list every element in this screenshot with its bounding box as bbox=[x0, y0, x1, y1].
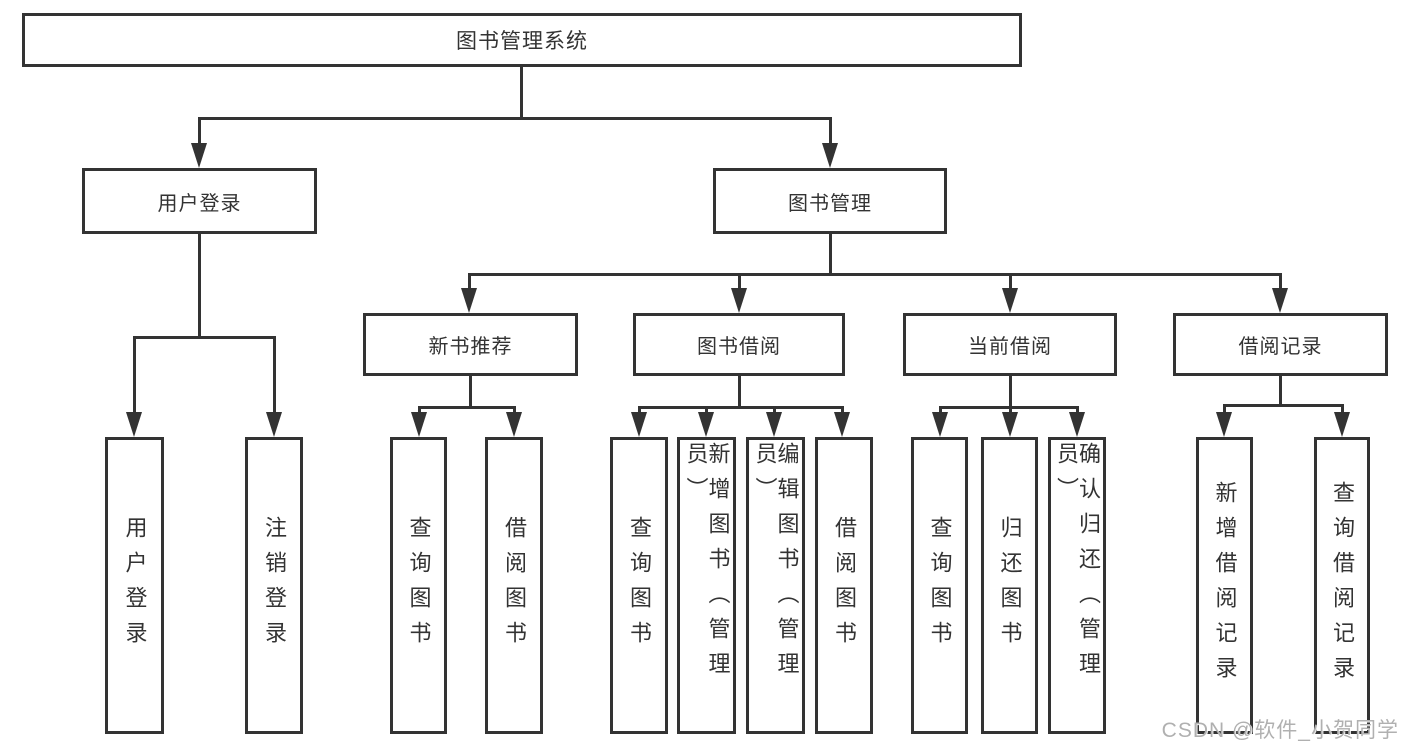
leaf-borrow-books-recommend: 借阅图书 bbox=[485, 437, 543, 734]
leaf-borrow-books-borrowing: 借阅图书 bbox=[815, 437, 873, 734]
leaf-query-books-recommend: 查询图书 bbox=[390, 437, 447, 734]
node-label: 用户登录 bbox=[157, 192, 242, 215]
connector-vline bbox=[1223, 404, 1226, 418]
leaf-label: 借阅图书 bbox=[832, 515, 857, 656]
connector-vline bbox=[520, 67, 523, 117]
leaf-label: 查询图书 bbox=[927, 515, 953, 656]
csdn-watermark: CSDN @软件_小贺同学 bbox=[1161, 719, 1399, 742]
arrow-down-icon bbox=[1334, 412, 1350, 437]
arrow-down-icon bbox=[461, 288, 477, 313]
leaf-query-borrow-record: 查询借阅记录 bbox=[1314, 437, 1370, 734]
node-user-login: 用户登录 bbox=[82, 168, 317, 234]
leaf-label: 归还图书 bbox=[997, 515, 1023, 656]
arrow-down-icon bbox=[631, 412, 647, 437]
connector-vline bbox=[1009, 273, 1012, 293]
connector-hline bbox=[939, 406, 1078, 409]
arrow-down-icon bbox=[1216, 412, 1232, 437]
node-label: 借阅记录 bbox=[1238, 336, 1323, 358]
arrow-down-icon bbox=[932, 412, 948, 437]
node-label: 当前借阅 bbox=[968, 336, 1052, 358]
leaf-add-books-admin: 新增图书（管理员） bbox=[677, 437, 736, 734]
connector-vline bbox=[1341, 404, 1344, 418]
leaf-confirm-return-admin: 确认归还（管理员） bbox=[1048, 437, 1106, 734]
node-label: 图书管理系统 bbox=[456, 30, 588, 53]
leaf-logout: 注销登录 bbox=[245, 437, 303, 734]
connector-vline bbox=[133, 336, 136, 418]
arrow-down-icon bbox=[766, 412, 782, 437]
node-label: 新书推荐 bbox=[428, 336, 513, 358]
arrow-down-icon bbox=[126, 412, 142, 437]
node-book-management: 图书管理 bbox=[713, 168, 947, 234]
leaf-add-borrow-record: 新增借阅记录 bbox=[1196, 437, 1253, 734]
leaf-label: 新增借阅记录 bbox=[1212, 480, 1238, 691]
node-system-root: 图书管理系统 bbox=[22, 13, 1022, 67]
connector-hline bbox=[468, 273, 1281, 276]
leaf-label: 查询图书 bbox=[627, 515, 652, 656]
arrow-down-icon bbox=[191, 143, 207, 168]
leaf-label: 查询借阅记录 bbox=[1330, 480, 1355, 691]
leaf-query-books-borrowing: 查询图书 bbox=[610, 437, 668, 734]
leaf-label: 用户登录 bbox=[122, 515, 148, 656]
leaf-label: 新增图书（管理员） bbox=[683, 441, 731, 687]
node-label: 图书借阅 bbox=[697, 336, 781, 358]
leaf-query-books-current: 查询图书 bbox=[911, 437, 968, 734]
connector-vline bbox=[1279, 376, 1282, 404]
connector-vline bbox=[1009, 376, 1012, 406]
leaf-return-books: 归还图书 bbox=[981, 437, 1038, 734]
arrow-down-icon bbox=[1002, 412, 1018, 437]
arrow-down-icon bbox=[834, 412, 850, 437]
arrow-down-icon bbox=[266, 412, 282, 437]
leaf-label: 编辑图书（管理员） bbox=[752, 441, 800, 687]
arrow-down-icon bbox=[1002, 288, 1018, 313]
arrow-down-icon bbox=[506, 412, 522, 437]
connector-vline bbox=[829, 117, 832, 149]
leaf-label: 注销登录 bbox=[262, 515, 287, 656]
connector-vline bbox=[468, 273, 471, 293]
leaf-label: 确认归还（管理员） bbox=[1054, 441, 1101, 687]
connector-vline bbox=[738, 273, 741, 293]
connector-vline bbox=[198, 234, 201, 336]
connector-vline bbox=[273, 336, 276, 418]
arrow-down-icon bbox=[822, 143, 838, 168]
connector-vline bbox=[829, 234, 832, 273]
connector-hline bbox=[418, 406, 516, 409]
arrow-down-icon bbox=[698, 412, 714, 437]
connector-hline bbox=[638, 406, 842, 409]
node-new-book-recommend: 新书推荐 bbox=[363, 313, 578, 376]
leaf-label: 查询图书 bbox=[406, 515, 432, 656]
node-book-borrowing: 图书借阅 bbox=[633, 313, 845, 376]
connector-vline bbox=[738, 376, 741, 406]
connector-hline bbox=[198, 117, 831, 120]
connector-hline bbox=[133, 336, 275, 339]
connector-hline bbox=[1223, 404, 1343, 407]
connector-vline bbox=[198, 117, 201, 149]
arrow-down-icon bbox=[731, 288, 747, 313]
connector-vline bbox=[469, 376, 472, 406]
node-borrowing-records: 借阅记录 bbox=[1173, 313, 1388, 376]
arrow-down-icon bbox=[1069, 412, 1085, 437]
leaf-user-login: 用户登录 bbox=[105, 437, 164, 734]
connector-vline bbox=[1279, 273, 1282, 293]
node-label: 图书管理 bbox=[788, 192, 872, 215]
arrow-down-icon bbox=[1272, 288, 1288, 313]
node-current-borrowing: 当前借阅 bbox=[903, 313, 1117, 376]
leaf-label: 借阅图书 bbox=[502, 515, 527, 656]
leaf-edit-books-admin: 编辑图书（管理员） bbox=[746, 437, 805, 734]
arrow-down-icon bbox=[411, 412, 427, 437]
